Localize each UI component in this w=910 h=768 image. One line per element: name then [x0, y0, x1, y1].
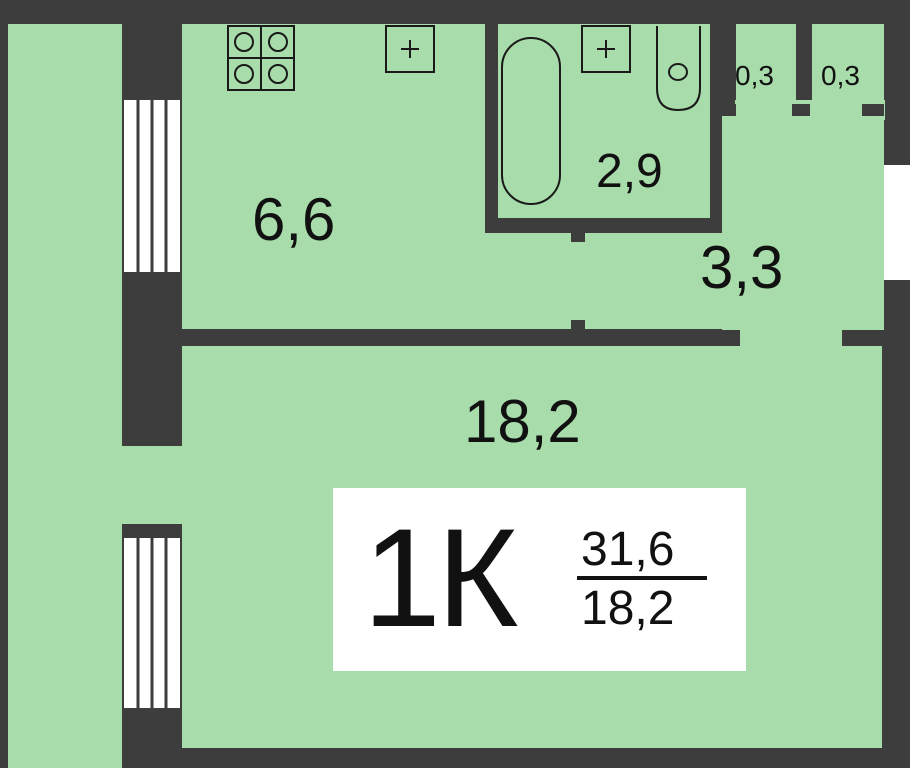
balcony-floor [8, 24, 122, 768]
balcony-door-opening [122, 446, 182, 524]
hall-floor [722, 114, 884, 330]
wall-stub [792, 104, 810, 116]
wall-stub [704, 218, 722, 230]
wall-stub [862, 104, 884, 116]
wall-stub [718, 104, 736, 116]
kitchen-sink-icon [385, 25, 435, 73]
window-upper [124, 100, 180, 272]
bathroom-sink-icon [581, 25, 631, 73]
living-area-value: 18,2 [581, 582, 675, 635]
unit-type-label: 1К [363, 499, 518, 656]
wall-stub [571, 320, 585, 332]
closet-2-floor [812, 24, 884, 100]
closet-2-area-label: 0,3 [821, 60, 860, 91]
bathroom-floor [498, 24, 710, 218]
bathroom-area-label: 2,9 [596, 145, 663, 198]
kitchen-floor-extension [485, 233, 722, 329]
stove-icon [227, 25, 295, 91]
living-room-area-label: 18,2 [464, 388, 581, 455]
toilet-icon [656, 26, 701, 112]
bathtub-icon [501, 37, 561, 205]
kitchen-floor [182, 24, 485, 329]
entry-door-gap [884, 165, 910, 280]
total-area-value: 31,6 [581, 523, 675, 576]
hall-area-label: 3,3 [700, 234, 784, 301]
wall-stub [571, 230, 585, 242]
hall-doorway [740, 329, 842, 349]
closet-1-floor [736, 24, 796, 100]
fraction-divider [577, 576, 707, 580]
apartment-summary-card: 1К 31,6 18,2 [333, 488, 746, 671]
closet-1-area-label: 0,3 [735, 60, 774, 91]
kitchen-area-label: 6,6 [252, 186, 336, 253]
window-lower [124, 538, 180, 708]
